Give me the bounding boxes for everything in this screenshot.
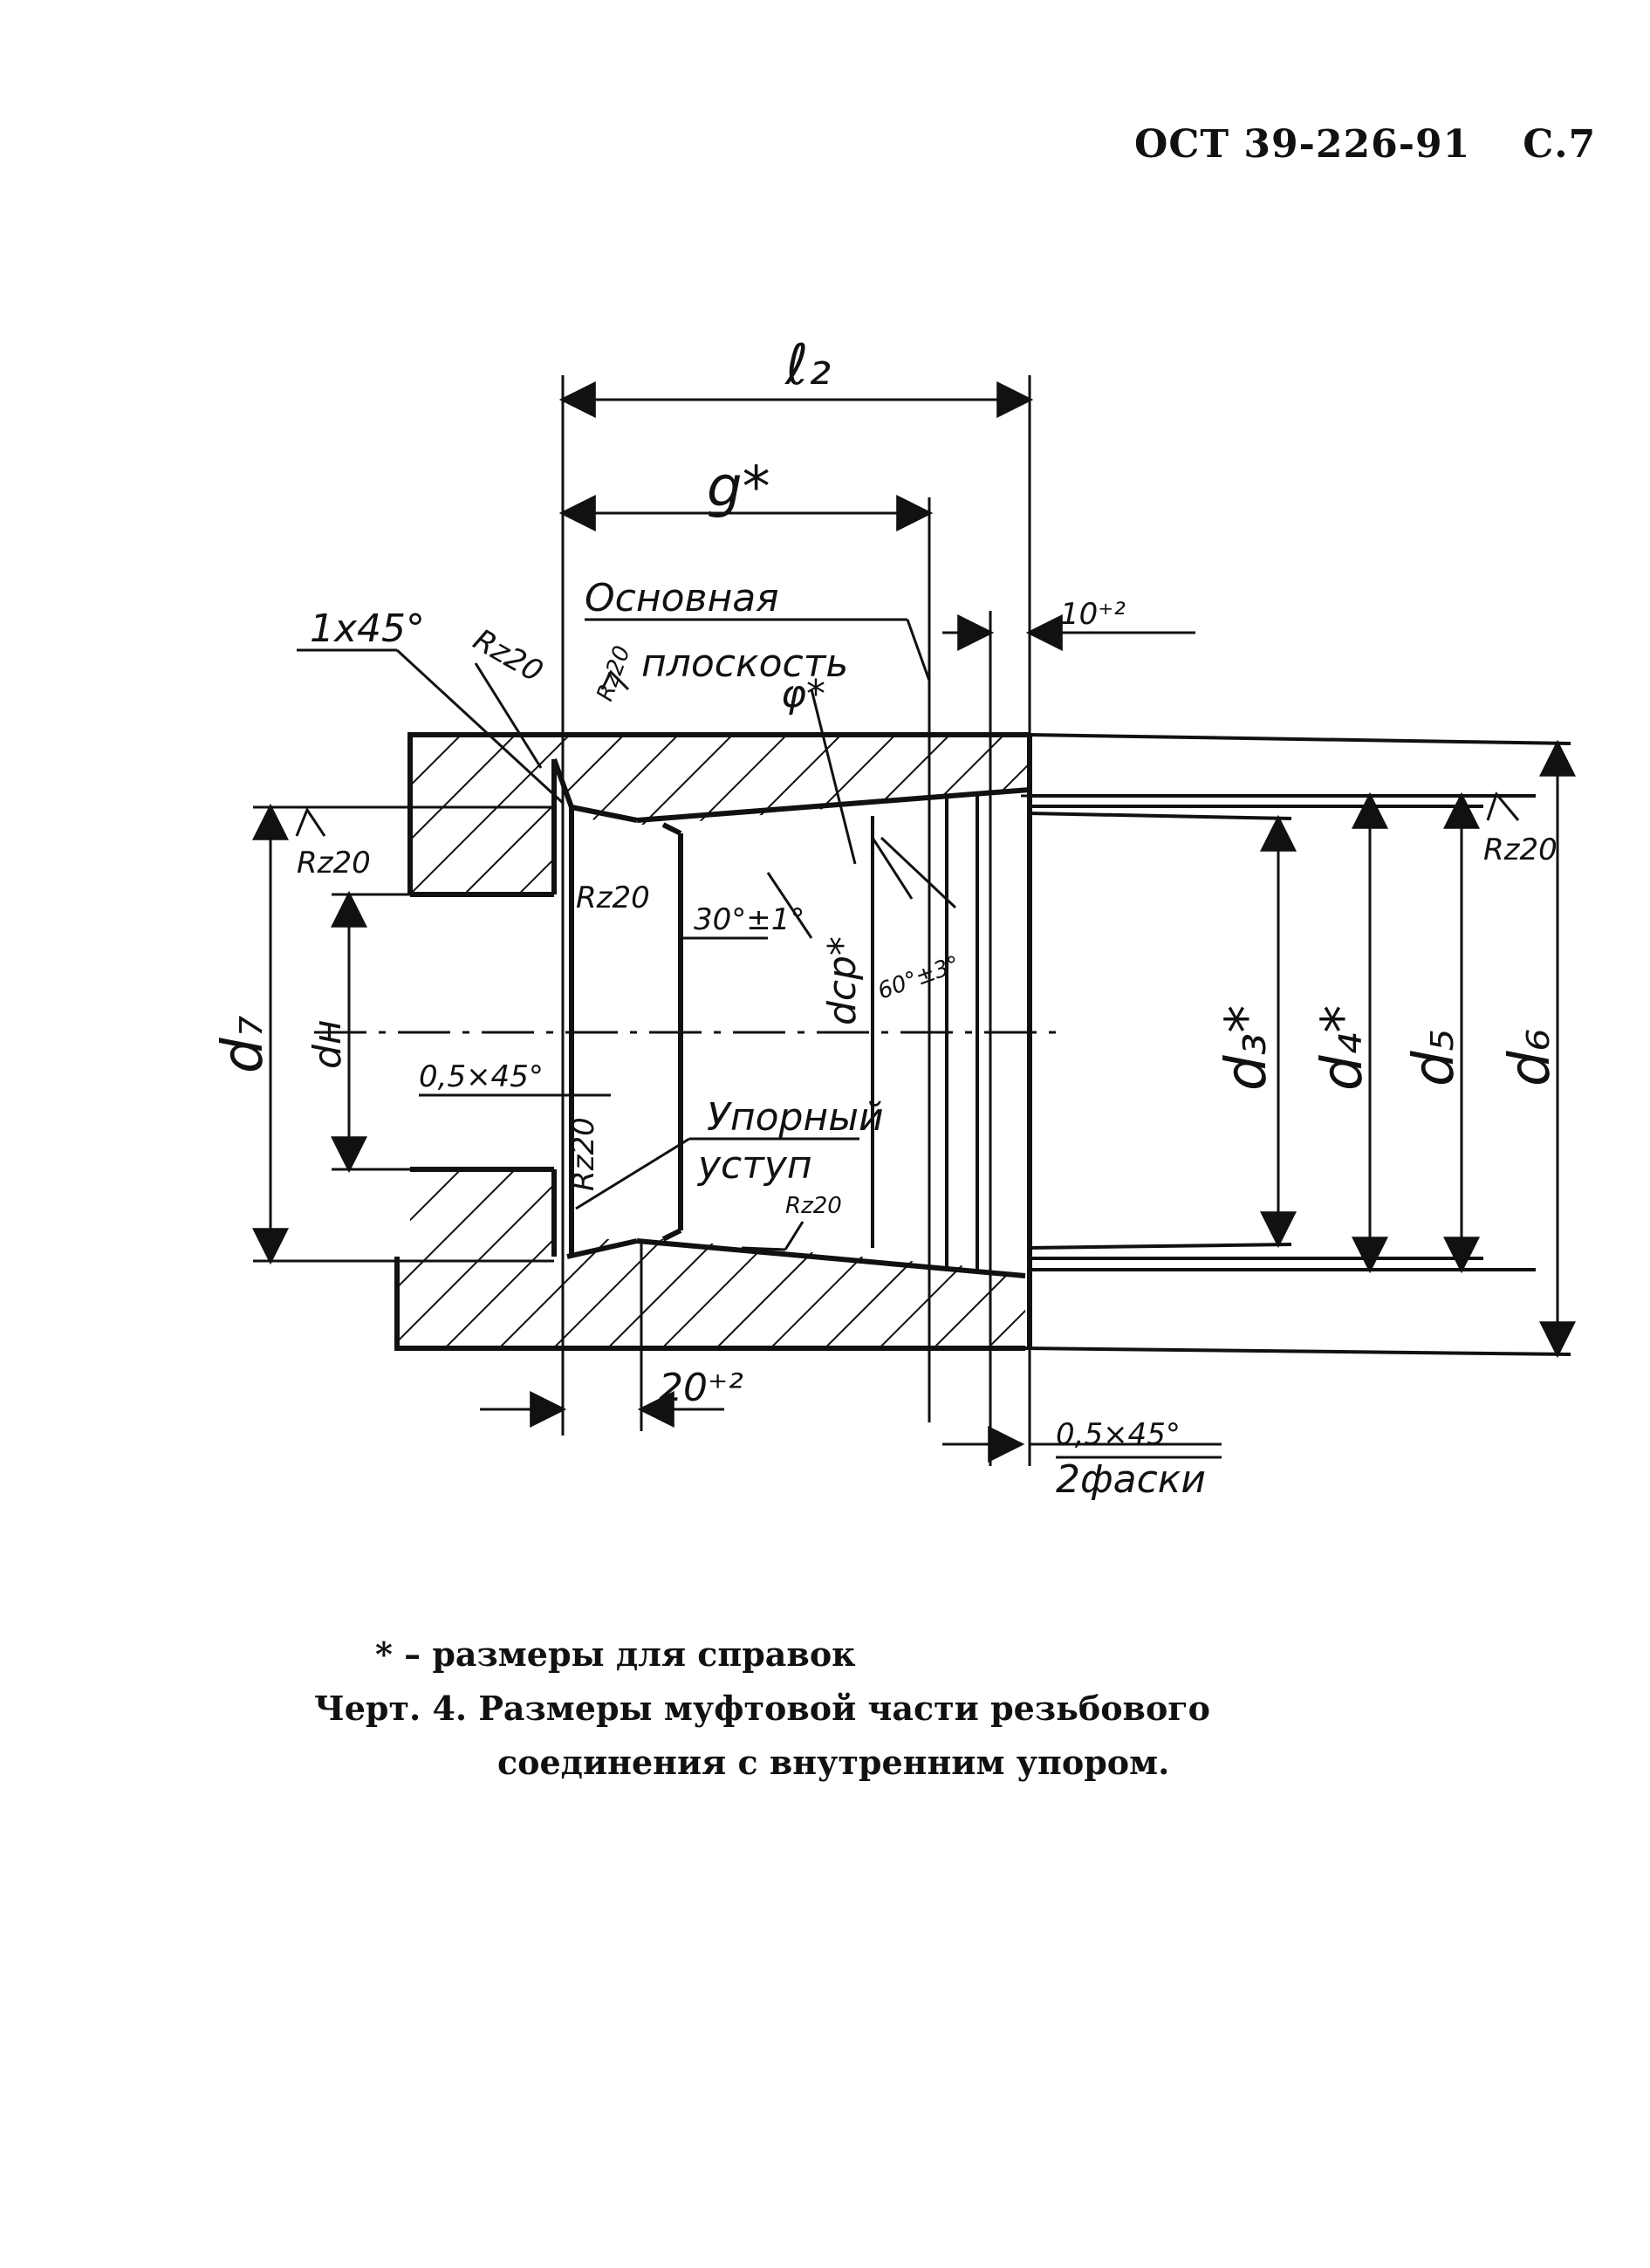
label-ustup: уступ xyxy=(696,1143,812,1188)
label-rz20-inner: Rz20 xyxy=(576,880,650,915)
label-rz20-ustup: Rz20 xyxy=(785,1193,842,1219)
label-rz20-top: Rz20 xyxy=(468,622,549,689)
label-d6: d₆ xyxy=(1498,1029,1563,1086)
label-chamfer-bottom: 0,5×45° xyxy=(1056,1417,1181,1452)
label-rz20-left: Rz20 xyxy=(297,846,371,880)
label-g: g* xyxy=(707,456,770,520)
label-angle-60: 60°±3° xyxy=(874,951,963,1005)
label-dim-20: 20⁺² xyxy=(659,1366,743,1410)
label-d7: d₇ xyxy=(211,1015,276,1073)
label-dim-10: 10⁺² xyxy=(1060,597,1126,632)
dimension-lines xyxy=(252,375,1576,1466)
label-dn: dн xyxy=(305,1019,350,1069)
wall-section-bottom xyxy=(397,1169,1025,1348)
label-chamfer-05: 0,5×45° xyxy=(419,1059,544,1094)
label-rz20-right: Rz20 xyxy=(1483,833,1558,867)
label-dve-faski: 2фаски xyxy=(1056,1457,1206,1502)
caption-line-2: соединения с внутренним упором. xyxy=(497,1743,1170,1782)
label-ploskost: плоскость xyxy=(641,641,848,686)
label-l2: ℓ₂ xyxy=(784,333,831,398)
label-d3: d₃* xyxy=(1215,1005,1279,1091)
label-d5: d₅ xyxy=(1402,1029,1467,1086)
footnote: * – размеры для справок xyxy=(375,1634,856,1674)
label-osnovnaya: Основная xyxy=(585,576,779,620)
document-code: ОСТ 39-226-91 xyxy=(1134,122,1471,167)
caption-line-1: Черт. 4. Размеры муфтовой части резьбово… xyxy=(314,1689,1210,1728)
label-rz20-small: Rz20 xyxy=(592,642,635,704)
page-header: ОСТ 39-226-91 С.7 xyxy=(1134,122,1596,167)
label-rz20-lower: Rz20 xyxy=(566,1117,601,1191)
label-angle-30: 30°±1° xyxy=(694,902,804,937)
label-upornyi: Упорный xyxy=(707,1095,884,1140)
label-d-sr: dср* xyxy=(820,936,865,1025)
label-d4: d₄* xyxy=(1311,1005,1375,1091)
label-chamfer-1x45: 1x45° xyxy=(310,606,425,651)
page-number: С.7 xyxy=(1523,122,1597,167)
drawing-notes: * – размеры для справок Черт. 4. Размеры… xyxy=(314,1627,1210,1790)
label-phi: φ* xyxy=(781,672,825,716)
